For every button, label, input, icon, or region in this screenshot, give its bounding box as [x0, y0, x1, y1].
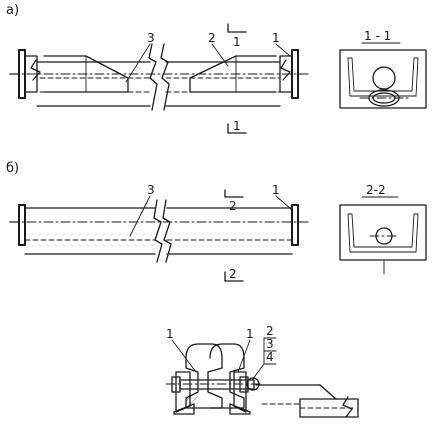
section-title-1-1: 1 - 1 — [364, 29, 391, 43]
panel-b-label: б) — [6, 161, 19, 176]
section-1-1: 1 - 1 — [339, 29, 427, 109]
label-2-c: 2 — [266, 324, 274, 338]
label-1-b: 1 — [272, 183, 280, 197]
panel-b: б) 3 1 2 2 — [6, 161, 427, 282]
right-end-flange-a — [279, 49, 299, 99]
break-mark-left-a — [30, 59, 41, 81]
panel-c: 1 1 2 3 4 — [165, 324, 359, 418]
label-1-right-c: 1 — [246, 327, 254, 341]
panel-a-label: а) — [6, 3, 19, 18]
bolt — [165, 376, 263, 393]
section-2-2: 2-2 — [339, 183, 427, 275]
label-4-c: 4 — [266, 350, 274, 364]
section-cut-marker-top-b: 2 — [224, 189, 244, 213]
label-3-c: 3 — [266, 337, 274, 351]
section-cut-marker-top-a: 1 — [227, 23, 247, 49]
label-2-a: 2 — [208, 31, 216, 45]
beam-c — [255, 384, 359, 418]
section-title-2-2: 2-2 — [366, 183, 386, 197]
cut-label-top-a: 1 — [233, 35, 241, 49]
beam-body-a — [9, 61, 311, 107]
beam-body-b — [9, 204, 311, 255]
section-cut-marker-bottom-a: 1 — [227, 119, 247, 134]
fishplate-left — [173, 371, 195, 415]
cut-label-bottom-b: 2 — [229, 267, 237, 281]
rail-right — [209, 343, 245, 409]
label-3-b: 3 — [147, 183, 155, 197]
label-1-left-c: 1 — [166, 327, 174, 341]
break-mark-b — [153, 199, 172, 263]
rail-left — [185, 343, 223, 409]
fishplate-right — [229, 371, 251, 415]
section-cut-marker-bottom-b: 2 — [224, 267, 244, 282]
panel-a: а) — [6, 3, 427, 134]
cut-label-top-b: 2 — [229, 199, 237, 213]
cut-label-bottom-a: 1 — [233, 119, 241, 133]
label-3-a: 3 — [147, 31, 155, 45]
label-1-a: 1 — [272, 31, 280, 45]
wedge-right-a — [189, 55, 277, 93]
break-mark-a — [148, 43, 170, 111]
